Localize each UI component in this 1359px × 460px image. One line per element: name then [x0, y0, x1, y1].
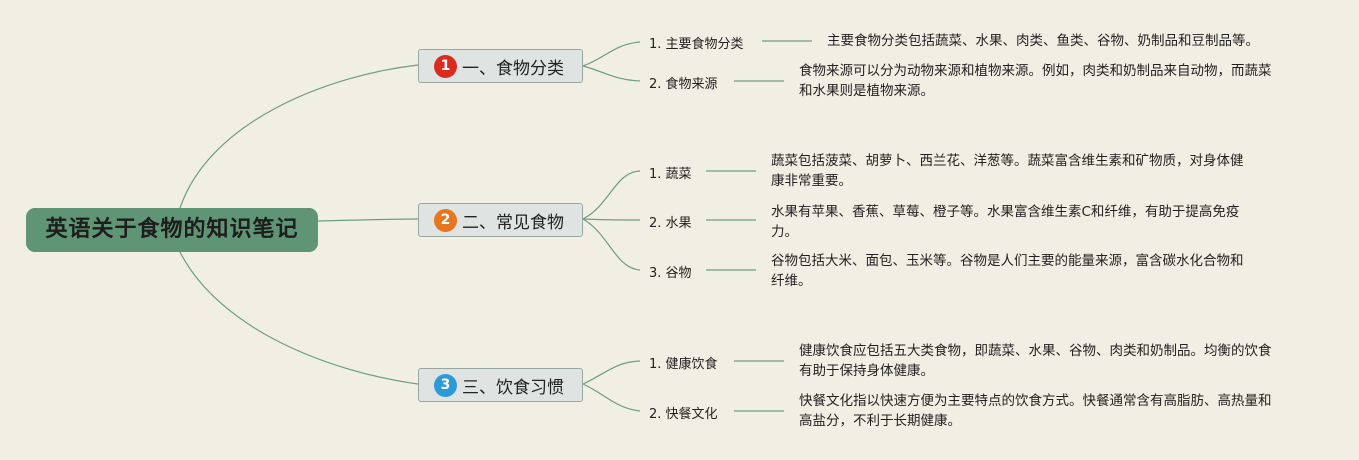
desc-line: 水果有苹果、香蕉、草莓、橙子等。水果富含维生素C和纤维，有助于提高免疫	[771, 204, 1240, 220]
desc-line: 蔬菜包括菠菜、胡萝卜、西兰花、洋葱等。蔬菜富含维生素和矿物质，对身体健	[771, 153, 1244, 169]
connector-branch-1-child-1	[582, 41, 641, 67]
desc-line: 谷物包括大米、面包、玉米等。谷物是人们主要的能量来源，富含碳水化合物和	[771, 253, 1244, 269]
connector-root-branch-3	[179, 251, 419, 385]
connector-root-branch-1	[179, 64, 419, 209]
subtopic-fast-food-culture[interactable]: 2. 快餐文化	[649, 407, 718, 422]
subtopic-grains[interactable]: 3. 谷物	[649, 266, 692, 281]
desc-line: 纤维。	[771, 273, 812, 289]
subtopic-main-food-categories[interactable]: 1. 主要食物分类	[649, 37, 744, 52]
desc-line: 有助于保持身体健康。	[799, 363, 934, 379]
number-badge-2: 2	[434, 208, 457, 232]
branch-title-2: 二、常见食物	[462, 212, 564, 233]
desc-fruits: 水果有苹果、香蕉、草莓、橙子等。水果富含维生素C和纤维，有助于提高免疫 力。	[771, 202, 1239, 242]
connector-root-branch-2	[317, 218, 419, 222]
connector-branch-3-child-2	[582, 383, 641, 412]
subtopic-vegetables[interactable]: 1. 蔬菜	[649, 167, 692, 182]
branch-node-1[interactable]: 1 一、食物分类	[418, 49, 583, 83]
desc-grains: 谷物包括大米、面包、玉米等。谷物是人们主要的能量来源，富含碳水化合物和 纤维。	[771, 251, 1244, 291]
desc-line: 康非常重要。	[771, 173, 852, 189]
connector-branch-3-child-1	[582, 360, 641, 385]
connector-branch-1-child-2	[582, 65, 641, 82]
connector-branch-2-child-2	[582, 218, 641, 221]
connector-branch-2-child-1	[582, 170, 641, 220]
branch-title-3: 三、饮食习惯	[462, 377, 564, 398]
desc-line: 力。	[771, 224, 798, 240]
desc-line: 和水果则是植物来源。	[799, 83, 934, 99]
desc-line: 主要食物分类包括蔬菜、水果、肉类、鱼类、谷物、奶制品和豆制品等。	[827, 33, 1259, 49]
desc-vegetables: 蔬菜包括菠菜、胡萝卜、西兰花、洋葱等。蔬菜富含维生素和矿物质，对身体健 康非常重…	[771, 151, 1244, 191]
desc-food-sources: 食物来源可以分为动物来源和植物来源。例如，肉类和奶制品来自动物，而蔬菜 和水果则…	[799, 61, 1272, 101]
number-badge-3: 3	[434, 373, 457, 397]
desc-fast-food-culture: 快餐文化指以快速方便为主要特点的饮食方式。快餐通常含有高脂肪、高热量和 高盐分，…	[799, 391, 1272, 431]
subtopic-healthy-eating[interactable]: 1. 健康饮食	[649, 357, 718, 372]
desc-line: 高盐分，不利于长期健康。	[799, 413, 961, 429]
number-badge-1: 1	[434, 54, 457, 78]
desc-healthy-eating: 健康饮食应包括五大类食物，即蔬菜、水果、谷物、肉类和奶制品。均衡的饮食 有助于保…	[799, 341, 1272, 381]
root-node[interactable]: 英语关于食物的知识笔记	[26, 208, 318, 252]
branch-node-3[interactable]: 3 三、饮食习惯	[418, 368, 583, 402]
branch-title-1: 一、食物分类	[462, 58, 564, 79]
subtopic-fruits[interactable]: 2. 水果	[649, 216, 692, 231]
desc-line: 快餐文化指以快速方便为主要特点的饮食方式。快餐通常含有高脂肪、高热量和	[799, 393, 1272, 409]
desc-line: 食物来源可以分为动物来源和植物来源。例如，肉类和奶制品来自动物，而蔬菜	[799, 63, 1272, 79]
desc-main-food-categories: 主要食物分类包括蔬菜、水果、肉类、鱼类、谷物、奶制品和豆制品等。	[827, 31, 1259, 51]
subtopic-food-sources[interactable]: 2. 食物来源	[649, 77, 718, 92]
connector-branch-2-child-3	[582, 218, 641, 271]
branch-node-2[interactable]: 2 二、常见食物	[418, 203, 583, 237]
desc-line: 健康饮食应包括五大类食物，即蔬菜、水果、谷物、肉类和奶制品。均衡的饮食	[799, 343, 1272, 359]
